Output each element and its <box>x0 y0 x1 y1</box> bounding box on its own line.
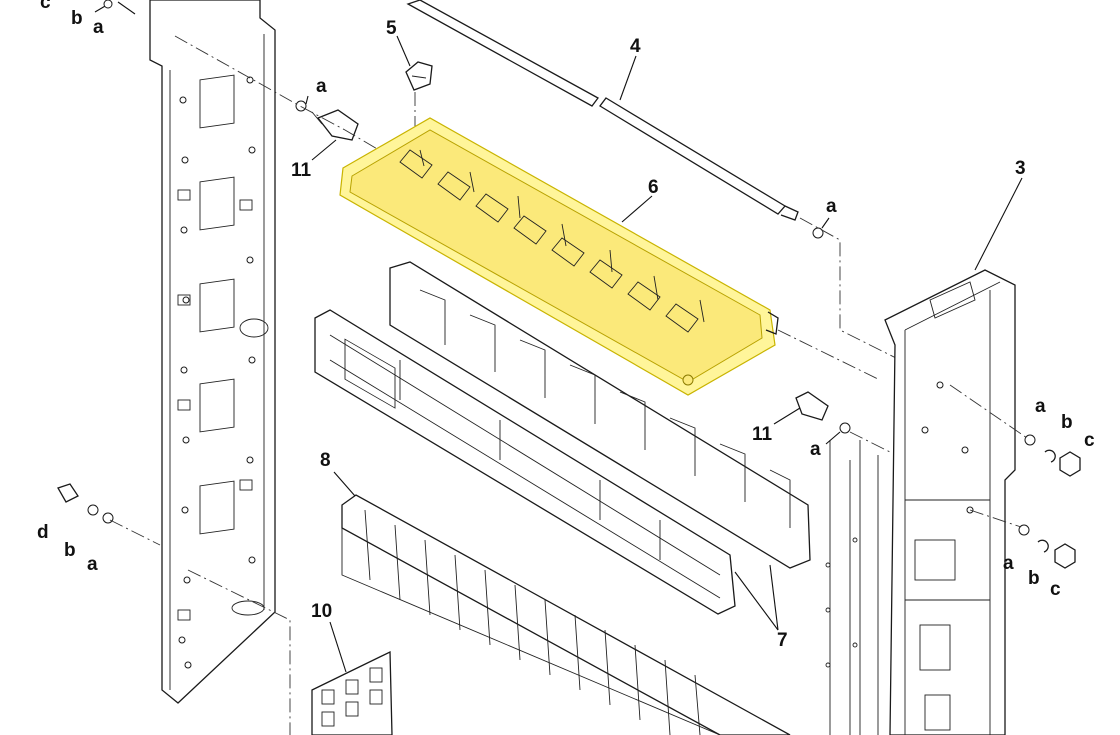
callout-10: 10 <box>311 601 332 622</box>
guide-tray-part-6 <box>339 117 881 396</box>
right-fasteners-upper <box>1024 434 1081 477</box>
left-fasteners-dba <box>57 483 161 546</box>
callout-4: 4 <box>630 36 641 57</box>
callout-a-rod: a <box>826 196 837 217</box>
callout-11-left: 11 <box>291 160 312 181</box>
callout-a-right-upper: a <box>1035 396 1046 417</box>
callout-8: 8 <box>320 450 331 471</box>
right-frame-plate <box>825 269 1031 735</box>
callout-c-right-upper: c <box>1084 430 1095 451</box>
right-fasteners-lower <box>1018 524 1076 569</box>
callout-a-topleft: a <box>93 17 104 38</box>
callout-a-left-pin: a <box>316 76 327 97</box>
callout-b-right-upper: b <box>1061 412 1073 433</box>
callout-6: 6 <box>648 177 659 198</box>
callout-labels: c b a 5 4 3 6 a 11 a 11 a a b c a b c d … <box>37 0 1095 651</box>
pin-11-right <box>795 391 891 453</box>
callout-11-right: 11 <box>752 424 773 445</box>
callout-b-right-lower: b <box>1028 568 1040 589</box>
callout-c-topleft: c <box>40 0 51 13</box>
callout-a-left: a <box>87 554 98 575</box>
callout-b-left: b <box>64 540 76 561</box>
guide-frame-part-7-upper <box>389 261 811 569</box>
top-left-fasteners <box>94 0 136 15</box>
guide-part-8 <box>341 494 791 735</box>
callout-b-topleft: b <box>71 8 83 29</box>
pin-11-left <box>174 35 431 181</box>
leader-lines <box>305 35 1023 673</box>
callout-d-left: d <box>37 522 49 543</box>
clip-part-5 <box>405 61 433 130</box>
rod-4 <box>406 0 901 361</box>
guide-frame-part-7-lower <box>314 309 736 615</box>
callout-5: 5 <box>386 18 397 39</box>
callout-a-right-lower: a <box>1003 553 1014 574</box>
callout-7: 7 <box>777 630 788 651</box>
callout-c-right-lower: c <box>1050 579 1061 600</box>
bracket-part-10 <box>187 569 393 735</box>
left-frame-plate <box>149 0 276 704</box>
callout-a-right-pin: a <box>810 439 821 460</box>
callout-3: 3 <box>1015 158 1026 179</box>
